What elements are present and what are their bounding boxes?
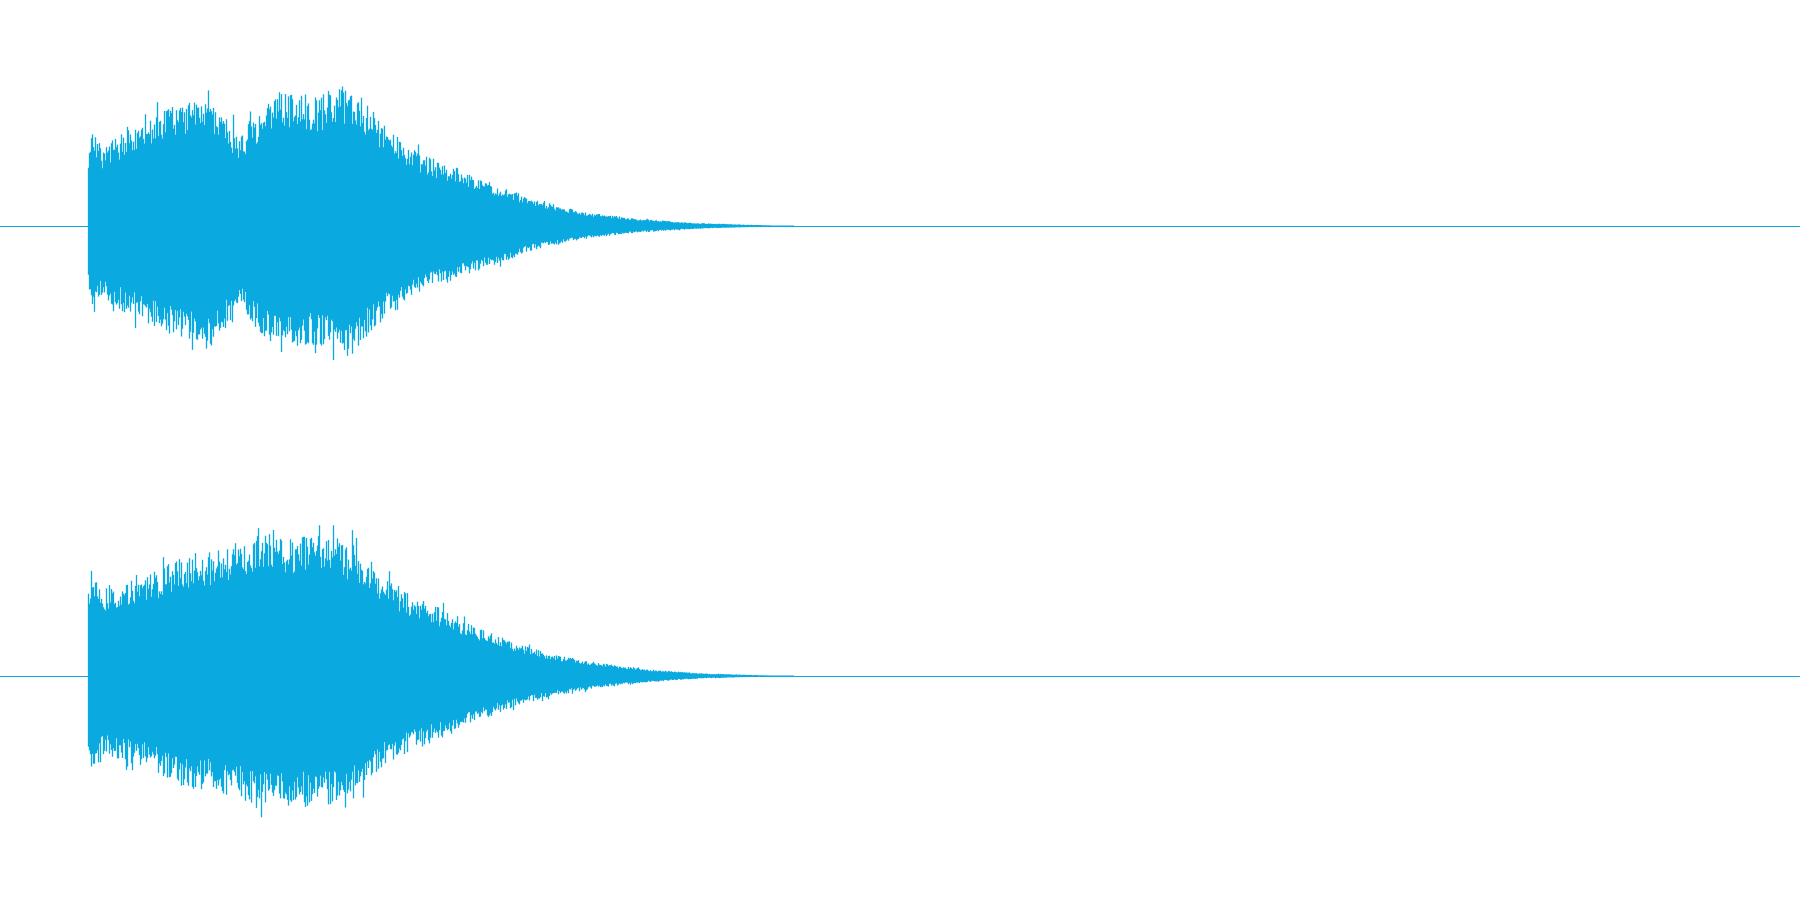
waveform-channel-2 [0, 525, 1800, 818]
channel-1-waveform [87, 86, 795, 361]
waveform-channel-1 [0, 86, 1800, 361]
channel-2-waveform [87, 525, 795, 818]
